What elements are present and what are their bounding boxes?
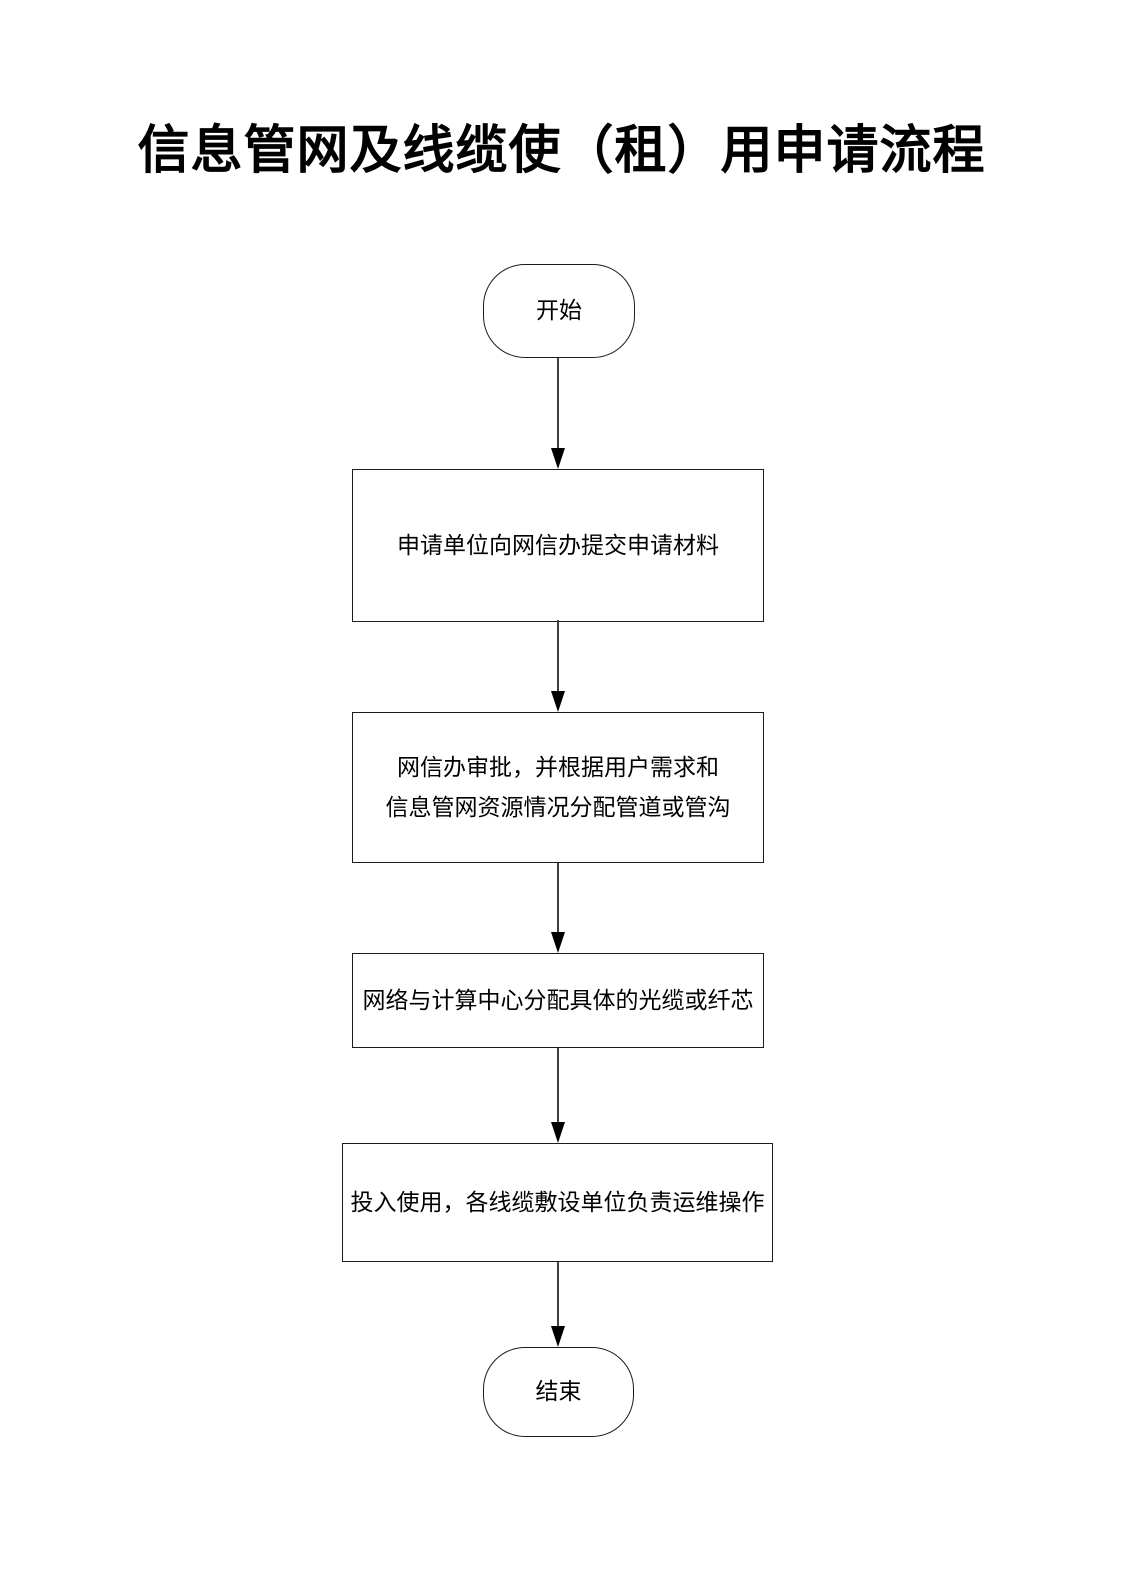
arrow-down-icon bbox=[551, 1122, 565, 1143]
connector-line-approve-to-allocate bbox=[557, 863, 559, 932]
flow-node-label: 申请单位向网信办提交申请材料 bbox=[397, 532, 719, 558]
flow-node-end-terminal: 结束 bbox=[483, 1347, 634, 1437]
flow-node-label: 投入使用，各线缆敷设单位负责运维操作 bbox=[350, 1189, 765, 1215]
flow-node-label: 开始 bbox=[536, 298, 582, 323]
flow-node-label: 结束 bbox=[535, 1379, 582, 1404]
page-title: 信息管网及线缆使（租）用申请流程 bbox=[137, 123, 986, 180]
connector-line-operate-to-end bbox=[557, 1262, 559, 1326]
flow-node-start-terminal: 开始 bbox=[483, 264, 635, 358]
arrow-down-icon bbox=[551, 691, 565, 712]
connector-line-start-to-submit bbox=[557, 358, 559, 448]
arrow-down-icon bbox=[551, 1326, 565, 1347]
flow-node-label: 网信办审批，并根据用户需求和 信息管网资源情况分配管道或管沟 bbox=[385, 754, 731, 820]
flow-node-fiber-allocation: 网络与计算中心分配具体的光缆或纤芯 bbox=[352, 953, 764, 1048]
flow-node-operation-maintenance: 投入使用，各线缆敷设单位负责运维操作 bbox=[342, 1143, 773, 1262]
flow-node-label: 网络与计算中心分配具体的光缆或纤芯 bbox=[362, 987, 754, 1013]
connector-line-allocate-to-operate bbox=[557, 1048, 559, 1122]
flow-node-approval-allocation: 网信办审批，并根据用户需求和 信息管网资源情况分配管道或管沟 bbox=[352, 712, 764, 863]
connector-line-submit-to-approve bbox=[557, 620, 559, 691]
flow-node-submit-application: 申请单位向网信办提交申请材料 bbox=[352, 469, 764, 622]
arrow-down-icon bbox=[551, 448, 565, 469]
arrow-down-icon bbox=[551, 932, 565, 953]
